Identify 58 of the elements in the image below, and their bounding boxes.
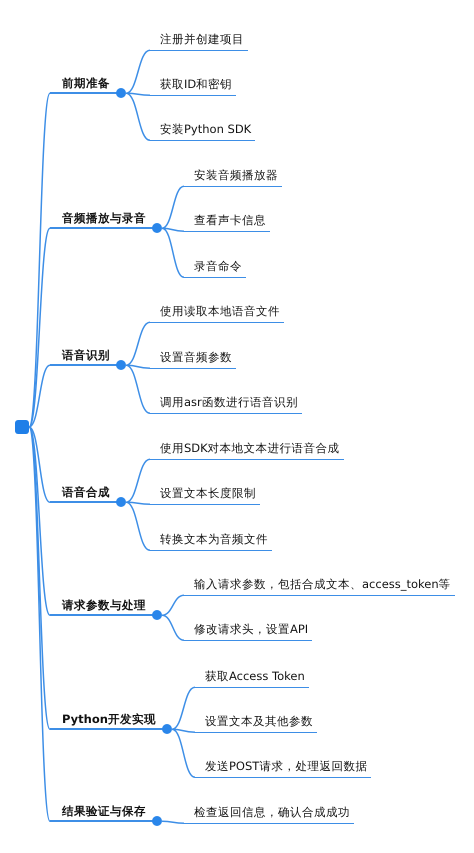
root-node xyxy=(15,420,29,434)
topic-text: 请求参数与处理 xyxy=(62,598,146,612)
subtopic-text: 设置音频参数 xyxy=(150,348,236,369)
topic-text: 语音合成 xyxy=(62,484,110,499)
topic-branch xyxy=(50,804,162,826)
topic-branch xyxy=(50,598,162,620)
topic-branch xyxy=(50,712,172,734)
subtopic-text: 安装Python SDK xyxy=(150,120,256,141)
branch-line xyxy=(28,228,51,428)
branch-line xyxy=(28,426,51,822)
branch-line xyxy=(126,50,150,94)
subtopic-text: 使用SDK对本地文本进行语音合成 xyxy=(150,440,344,460)
branch-line xyxy=(162,614,184,641)
branch-line xyxy=(162,820,184,824)
subtopic-text: 设置文本及其他参数 xyxy=(195,712,317,733)
branch-line xyxy=(162,228,184,232)
topic-text: 结果验证与保存 xyxy=(62,804,146,818)
branch-line xyxy=(162,594,184,616)
branch-line xyxy=(162,228,184,278)
branch-line xyxy=(28,426,50,503)
subtopic-text: 设置文本长度限制 xyxy=(150,484,260,505)
topic-text: 前期准备 xyxy=(62,76,110,90)
branch-line xyxy=(28,364,50,428)
topic-branch xyxy=(50,348,126,370)
subtopic-text: 安装音频播放器 xyxy=(184,166,282,187)
branch-line xyxy=(126,502,150,505)
subtopic-text: 调用asr函数进行语音识别 xyxy=(150,394,302,414)
subtopic-text: 注册并创建项目 xyxy=(150,30,248,51)
branch-line xyxy=(126,364,150,369)
subtopic-text: 检查返回信息，确认合成成功 xyxy=(184,804,354,824)
subtopic-text: 获取ID和密钥 xyxy=(150,76,236,96)
topic-text: Python开发实现 xyxy=(62,712,156,726)
topic-text: 语音识别 xyxy=(62,348,110,362)
branch-line xyxy=(126,364,150,414)
branch-line xyxy=(126,458,150,503)
subtopic-text: 发送POST请求，处理返回数据 xyxy=(195,758,372,778)
branch-line xyxy=(172,728,196,778)
subtopic-text: 修改请求头，设置API xyxy=(184,620,312,641)
branch-line xyxy=(172,686,196,730)
topic-text: 音频播放与录音 xyxy=(62,210,146,225)
branch-line xyxy=(28,426,51,616)
branch-line xyxy=(28,426,51,730)
subtopic-text: 使用读取本地语音文件 xyxy=(150,302,284,323)
topic-branch xyxy=(50,210,162,233)
topic-branch xyxy=(50,484,126,507)
branch-line xyxy=(172,728,196,733)
subtopic-text: 查看声卡信息 xyxy=(184,212,270,232)
branch-line xyxy=(126,502,150,551)
branch-line xyxy=(126,92,150,141)
branch-line xyxy=(126,92,150,96)
branch-line xyxy=(126,322,150,366)
subtopic-text: 输入请求参数，包括合成文本、access_token等 xyxy=(184,576,455,596)
subtopic-text: 获取Access Token xyxy=(195,668,309,688)
branch-line xyxy=(28,93,51,428)
subtopic-text: 录音命令 xyxy=(184,258,246,278)
branch-line xyxy=(162,186,184,229)
topic-branch xyxy=(50,76,126,98)
subtopic-text: 转换文本为音频文件 xyxy=(150,530,272,551)
